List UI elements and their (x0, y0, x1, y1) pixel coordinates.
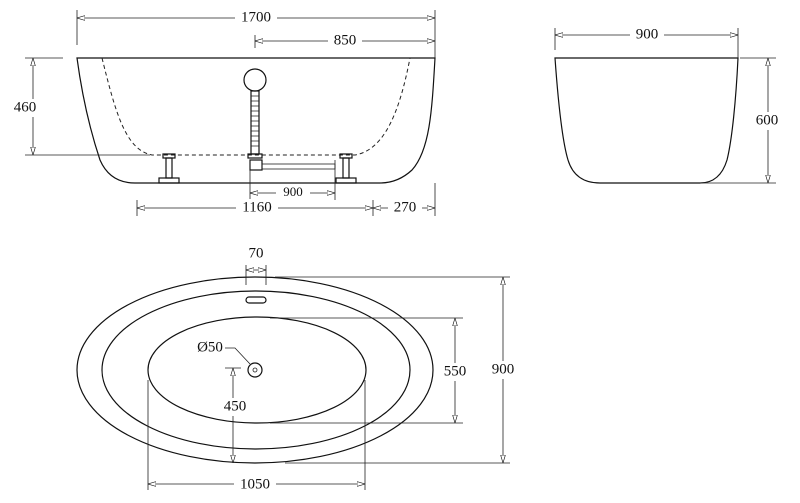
dim-overflow-width: 70 (249, 245, 264, 261)
basin (147, 316, 367, 424)
dim-side-width: 900 (636, 26, 659, 42)
dim-drain-diameter: Ø50 (197, 339, 223, 355)
dim-half-length: 850 (334, 32, 357, 48)
outer-rim (76, 276, 434, 464)
side-view: 900 600 (554, 26, 785, 184)
tub-outline-side (554, 57, 739, 184)
left-foot (158, 153, 180, 184)
tub-inner-profile (101, 57, 411, 156)
right-foot (335, 153, 357, 184)
dim-side-height: 600 (756, 112, 779, 128)
tub-outline-front (76, 57, 436, 184)
dim-drain-offset: 450 (224, 398, 247, 414)
dim-inner-depth: 460 (14, 99, 37, 115)
dim-drain-distance: 900 (283, 184, 303, 199)
dim-foot-span: 1160 (242, 199, 271, 215)
dim-overall-length: 1700 (241, 9, 271, 25)
dim-inner-width: 550 (444, 363, 467, 379)
dim-end-offset: 270 (394, 199, 417, 215)
dim-overall-width: 900 (492, 361, 515, 377)
inner-rim (101, 290, 411, 450)
drain-icon (247, 362, 263, 378)
top-view: Ø50 70 900 550 450 1050 (76, 245, 520, 493)
overflow (245, 296, 267, 304)
front-view: 1700 850 460 900 1160 270 (8, 9, 436, 217)
dim-inner-length: 1050 (240, 476, 270, 492)
